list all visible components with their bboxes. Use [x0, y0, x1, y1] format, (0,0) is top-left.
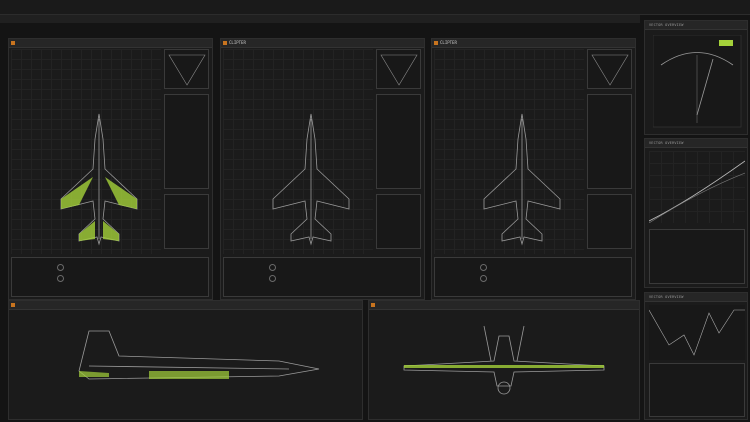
data-table-secondary	[587, 194, 632, 249]
radar-widget	[376, 49, 421, 89]
viewport-panel-3[interactable]: CLIPTER	[431, 38, 636, 300]
viewport-panel-1[interactable]	[8, 38, 213, 300]
panel-header	[645, 139, 747, 148]
viewport-panel-2[interactable]: CLIPTER	[220, 38, 425, 300]
panel-tag	[371, 303, 375, 307]
panel-tab-label[interactable]: CLIPTER	[440, 40, 457, 45]
knob-icon[interactable]	[480, 275, 487, 282]
panel-tag	[223, 41, 227, 45]
aircraft-front-view-icon	[403, 325, 605, 395]
radar-icon	[168, 54, 206, 86]
knob-icon[interactable]	[269, 264, 276, 271]
aircraft-top-view-icon	[483, 113, 561, 246]
knob-icon[interactable]	[57, 264, 64, 271]
data-table	[587, 94, 632, 189]
panel-header	[369, 301, 639, 310]
panel-tab-label[interactable]: CLIPTER	[229, 40, 246, 45]
side-panel-vector-2[interactable]: VECTOR OVERVIEW	[644, 138, 748, 288]
side-view-panel[interactable]	[8, 300, 363, 420]
panel-header	[9, 39, 212, 48]
top-status-bar	[0, 0, 750, 15]
panel-tag	[11, 41, 15, 45]
knob-icon[interactable]	[57, 275, 64, 282]
front-view-panel[interactable]	[368, 300, 640, 420]
data-table-secondary	[376, 194, 421, 249]
viewport-grid	[434, 49, 584, 254]
data-table	[649, 363, 745, 417]
panel-header	[432, 39, 635, 48]
panel-header	[645, 21, 747, 30]
data-table-secondary	[164, 194, 209, 249]
radar-widget	[164, 49, 209, 89]
aircraft-top-view-icon	[60, 113, 138, 246]
panel-header	[9, 301, 362, 310]
radar-icon	[380, 54, 418, 86]
aircraft-side-view-icon	[78, 330, 320, 380]
gauge-icon	[653, 35, 742, 128]
secondary-toolbar	[0, 15, 640, 23]
curve-plot-icon	[649, 160, 745, 223]
viewport-grid	[223, 49, 373, 254]
curve-grid	[649, 151, 745, 223]
knob-icon[interactable]	[269, 275, 276, 282]
signal-plot-icon	[649, 305, 745, 360]
control-strip[interactable]	[223, 257, 421, 297]
data-table	[164, 94, 209, 189]
radar-widget	[587, 49, 632, 89]
control-strip[interactable]	[11, 257, 209, 297]
side-panel-title: VECTOR OVERVIEW	[649, 23, 684, 27]
side-panel-vector-1[interactable]: VECTOR OVERVIEW	[644, 20, 748, 135]
control-strip[interactable]	[434, 257, 632, 297]
panel-tag	[11, 303, 15, 307]
radar-icon	[591, 54, 629, 86]
side-panel-title: VECTOR OVERVIEW	[649, 295, 684, 299]
data-table	[376, 94, 421, 189]
dial-row[interactable]	[649, 229, 745, 284]
side-panel-vector-3[interactable]: VECTOR OVERVIEW	[644, 292, 748, 420]
knob-icon[interactable]	[480, 264, 487, 271]
viewport-grid	[11, 49, 161, 254]
panel-tag	[434, 41, 438, 45]
panel-header	[645, 293, 747, 302]
aircraft-top-view-icon	[272, 113, 350, 246]
panel-header	[221, 39, 424, 48]
side-panel-title: VECTOR OVERVIEW	[649, 141, 684, 145]
